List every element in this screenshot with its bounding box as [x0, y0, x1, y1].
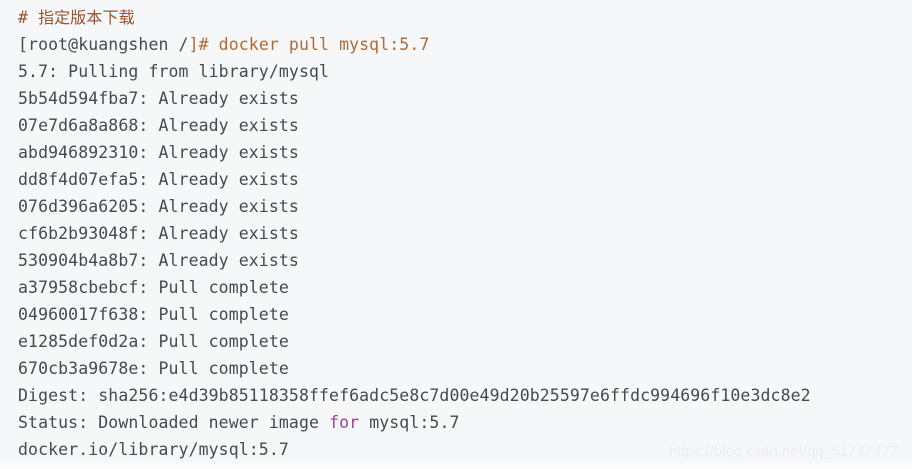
- terminal-line-layer-2: 07e7d6a8a868: Already exists: [18, 112, 912, 139]
- terminal-line-layer-9: 04960017f638: Pull complete: [18, 301, 912, 328]
- terminal-segment-pulling-from-0: 5.7: Pulling from library/mysql: [18, 62, 330, 81]
- terminal-line-prompt-command: [root@kuangshen /]# docker pull mysql:5.…: [18, 31, 912, 58]
- terminal-segment-layer-3-0: abd946892310: Already exists: [18, 143, 299, 162]
- terminal-segment-comment-0: #: [18, 8, 39, 27]
- terminal-segment-layer-5-0: 076d396a6205: Already exists: [18, 197, 299, 216]
- terminal-line-pulling-from: 5.7: Pulling from library/mysql: [18, 58, 912, 85]
- terminal-line-layer-4: dd8f4d07efa5: Already exists: [18, 166, 912, 193]
- terminal-segment-status-2: mysql:5.7: [359, 413, 460, 432]
- terminal-segment-layer-10-0: e1285def0d2a: Pull complete: [18, 332, 289, 351]
- terminal-line-comment: # 指定版本下载: [18, 4, 912, 31]
- terminal-line-layer-10: e1285def0d2a: Pull complete: [18, 328, 912, 355]
- terminal-segment-image-ref-0: docker.io/library/mysql:5.7: [18, 440, 289, 459]
- terminal-segment-prompt-command-1: ]# docker pull mysql:5.7: [188, 35, 430, 54]
- terminal-segment-layer-8-0: a37958cbebcf: Pull complete: [18, 278, 289, 297]
- terminal-output: # 指定版本下载[root@kuangshen /]# docker pull …: [18, 4, 912, 463]
- terminal-segment-layer-7-0: 530904b4a8b7: Already exists: [18, 251, 299, 270]
- terminal-line-layer-7: 530904b4a8b7: Already exists: [18, 247, 912, 274]
- terminal-segment-layer-2-0: 07e7d6a8a868: Already exists: [18, 116, 299, 135]
- terminal-line-layer-3: abd946892310: Already exists: [18, 139, 912, 166]
- terminal-line-status: Status: Downloaded newer image for mysql…: [18, 409, 912, 436]
- terminal-segment-status-1: for: [329, 413, 360, 432]
- terminal-line-layer-1: 5b54d594fba7: Already exists: [18, 85, 912, 112]
- terminal-segment-layer-9-0: 04960017f638: Pull complete: [18, 305, 289, 324]
- terminal-line-layer-11: 670cb3a9678e: Pull complete: [18, 355, 912, 382]
- terminal-segment-prompt-command-0: [root@kuangshen /: [18, 35, 189, 54]
- terminal-segment-digest-0: Digest: sha256:e4d39b85118358ffef6adc5e8…: [18, 386, 811, 405]
- terminal-segment-layer-4-0: dd8f4d07efa5: Already exists: [18, 170, 299, 189]
- terminal-segment-status-0: Status: Downloaded newer image: [18, 413, 330, 432]
- terminal-line-layer-8: a37958cbebcf: Pull complete: [18, 274, 912, 301]
- terminal-line-image-ref: docker.io/library/mysql:5.7: [18, 436, 912, 463]
- terminal-segment-layer-1-0: 5b54d594fba7: Already exists: [18, 89, 299, 108]
- terminal-segment-comment-1: 指定版本下载: [38, 8, 135, 27]
- terminal-segment-layer-11-0: 670cb3a9678e: Pull complete: [18, 359, 289, 378]
- terminal-segment-layer-6-0: cf6b2b93048f: Already exists: [18, 224, 299, 243]
- terminal-line-digest: Digest: sha256:e4d39b85118358ffef6adc5e8…: [18, 382, 912, 409]
- terminal-line-layer-5: 076d396a6205: Already exists: [18, 193, 912, 220]
- terminal-line-layer-6: cf6b2b93048f: Already exists: [18, 220, 912, 247]
